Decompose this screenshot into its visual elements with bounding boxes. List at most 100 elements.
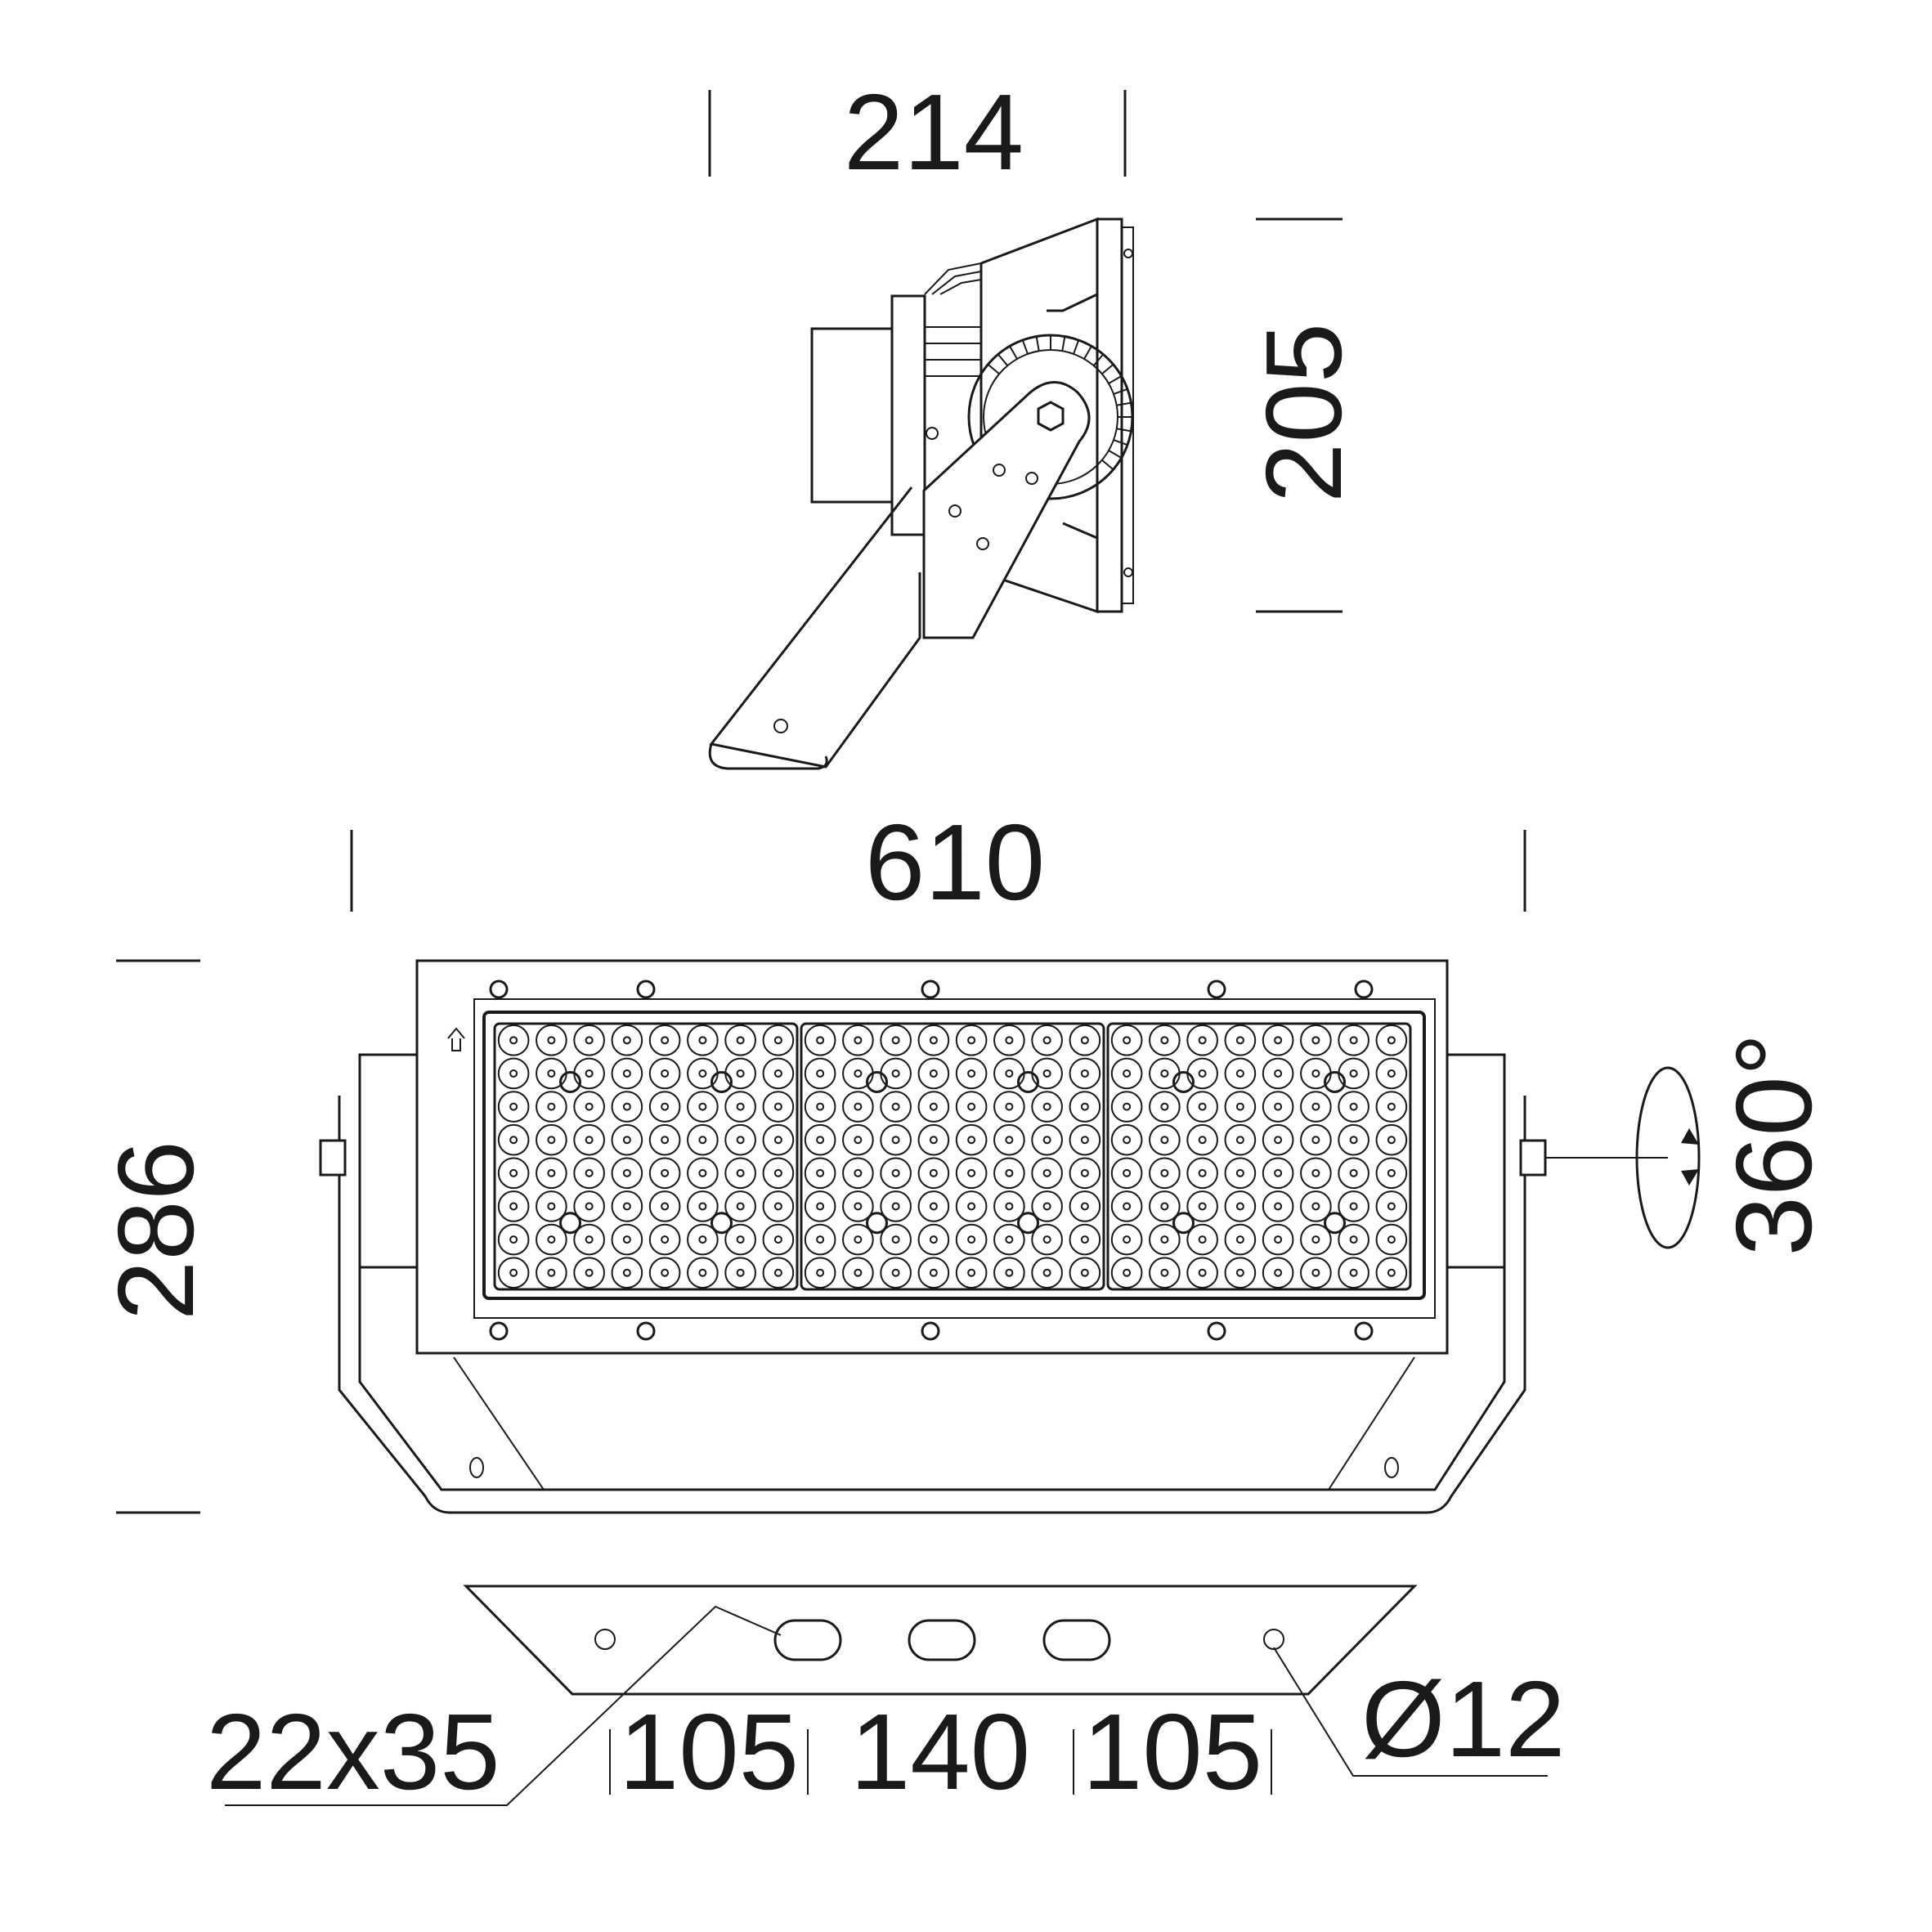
led-lens — [1186, 1024, 1218, 1056]
led-lens — [573, 1024, 605, 1056]
led-lens — [648, 1091, 681, 1123]
led-lens — [804, 1190, 836, 1222]
led-lens — [1262, 1257, 1294, 1289]
led-lens — [1262, 1057, 1294, 1090]
led-lens — [955, 1223, 988, 1256]
scale-tick — [1073, 339, 1080, 355]
lyre-bracket-outer — [338, 1096, 1526, 1514]
led-lens — [880, 1024, 912, 1056]
led-chip — [1005, 1268, 1014, 1277]
led-lens — [1338, 1157, 1369, 1190]
led-chip — [1123, 1102, 1132, 1111]
led-chip — [547, 1102, 556, 1111]
hole-diameter-label: Ø12 — [1361, 1659, 1566, 1779]
led-lens — [1149, 1091, 1181, 1123]
led-chip — [1160, 1069, 1169, 1078]
led-chip — [698, 1235, 707, 1244]
scale-tick — [1083, 345, 1092, 360]
led-lens — [611, 1257, 643, 1289]
led-chip — [1387, 1102, 1396, 1111]
led-lens — [536, 1024, 567, 1056]
led-chip — [547, 1202, 556, 1211]
led-lens — [1338, 1257, 1369, 1289]
led-chip — [1042, 1202, 1051, 1211]
led-lens — [1338, 1190, 1369, 1222]
led-lens — [993, 1024, 1025, 1056]
led-chip — [1080, 1102, 1089, 1111]
led-chip — [1123, 1235, 1132, 1244]
led-lens — [573, 1223, 605, 1256]
led-lens — [1069, 1223, 1101, 1256]
led-chip — [1042, 1235, 1051, 1244]
led-lens — [1224, 1257, 1257, 1289]
led-chip — [698, 1168, 707, 1177]
led-module — [493, 1022, 799, 1291]
led-chip — [773, 1102, 782, 1111]
led-lens — [497, 1190, 530, 1222]
led-chip — [1198, 1036, 1207, 1045]
led-chip — [891, 1036, 900, 1045]
led-lens — [1375, 1091, 1408, 1123]
side-height-label: 205 — [1244, 323, 1364, 503]
led-chip — [816, 1102, 825, 1111]
led-chip — [773, 1268, 782, 1277]
frame-screw — [921, 979, 940, 999]
led-lens — [993, 1123, 1025, 1156]
led-chip — [1080, 1168, 1089, 1177]
led-modules — [493, 1022, 1412, 1291]
spacing-middle-label: 140 — [850, 1692, 1030, 1812]
led-chip — [1311, 1168, 1320, 1177]
led-chip — [967, 1036, 976, 1045]
led-lens — [842, 1157, 874, 1190]
led-chip — [509, 1235, 518, 1244]
cooling-fins — [924, 262, 982, 377]
led-lens — [1149, 1223, 1181, 1256]
arm-hole-3 — [948, 504, 962, 518]
led-chip — [585, 1268, 594, 1277]
led-chip — [698, 1202, 707, 1211]
bracket-arm — [709, 486, 921, 769]
mounting-plate — [463, 1585, 1418, 1696]
led-lens — [1069, 1190, 1101, 1222]
led-lens — [1149, 1024, 1181, 1056]
scale-tick — [1113, 439, 1128, 446]
led-chip — [1311, 1036, 1320, 1045]
led-lens — [687, 1091, 719, 1123]
led-lens — [762, 1257, 795, 1289]
led-chip — [1080, 1235, 1089, 1244]
led-lens — [880, 1157, 912, 1190]
led-chip — [1311, 1235, 1320, 1244]
led-lens — [1224, 1123, 1257, 1156]
led-chip — [929, 1202, 938, 1211]
led-lens — [804, 1157, 836, 1190]
led-chip — [854, 1069, 863, 1078]
led-lens — [648, 1123, 681, 1156]
mounting-slot-3 — [1042, 1619, 1111, 1661]
led-chip — [622, 1069, 631, 1078]
led-lens — [842, 1091, 874, 1123]
slot-leader-line — [225, 1605, 782, 1806]
led-chip — [1042, 1168, 1051, 1177]
led-chip — [929, 1102, 938, 1111]
led-chip — [929, 1168, 938, 1177]
housing-upper — [980, 217, 1099, 312]
led-chip — [1198, 1136, 1207, 1145]
led-lens — [497, 1057, 530, 1090]
scale-tick — [1021, 339, 1029, 355]
led-chip — [773, 1036, 782, 1045]
led-lens — [955, 1091, 988, 1123]
led-lens — [573, 1091, 605, 1123]
pivot-hex-bolt — [1037, 401, 1065, 432]
led-chip — [1080, 1202, 1089, 1211]
scale-tick — [1009, 345, 1018, 360]
led-lens — [1069, 1123, 1101, 1156]
led-lens — [573, 1257, 605, 1289]
module-screw — [1324, 1071, 1346, 1093]
module-screw — [1172, 1071, 1195, 1093]
led-lens — [1300, 1091, 1332, 1123]
bracket-hole-left — [469, 1457, 484, 1478]
led-lens — [687, 1257, 719, 1289]
led-lens — [804, 1123, 836, 1156]
hinge-bolt-left — [319, 1139, 347, 1177]
led-chip — [1311, 1202, 1320, 1211]
